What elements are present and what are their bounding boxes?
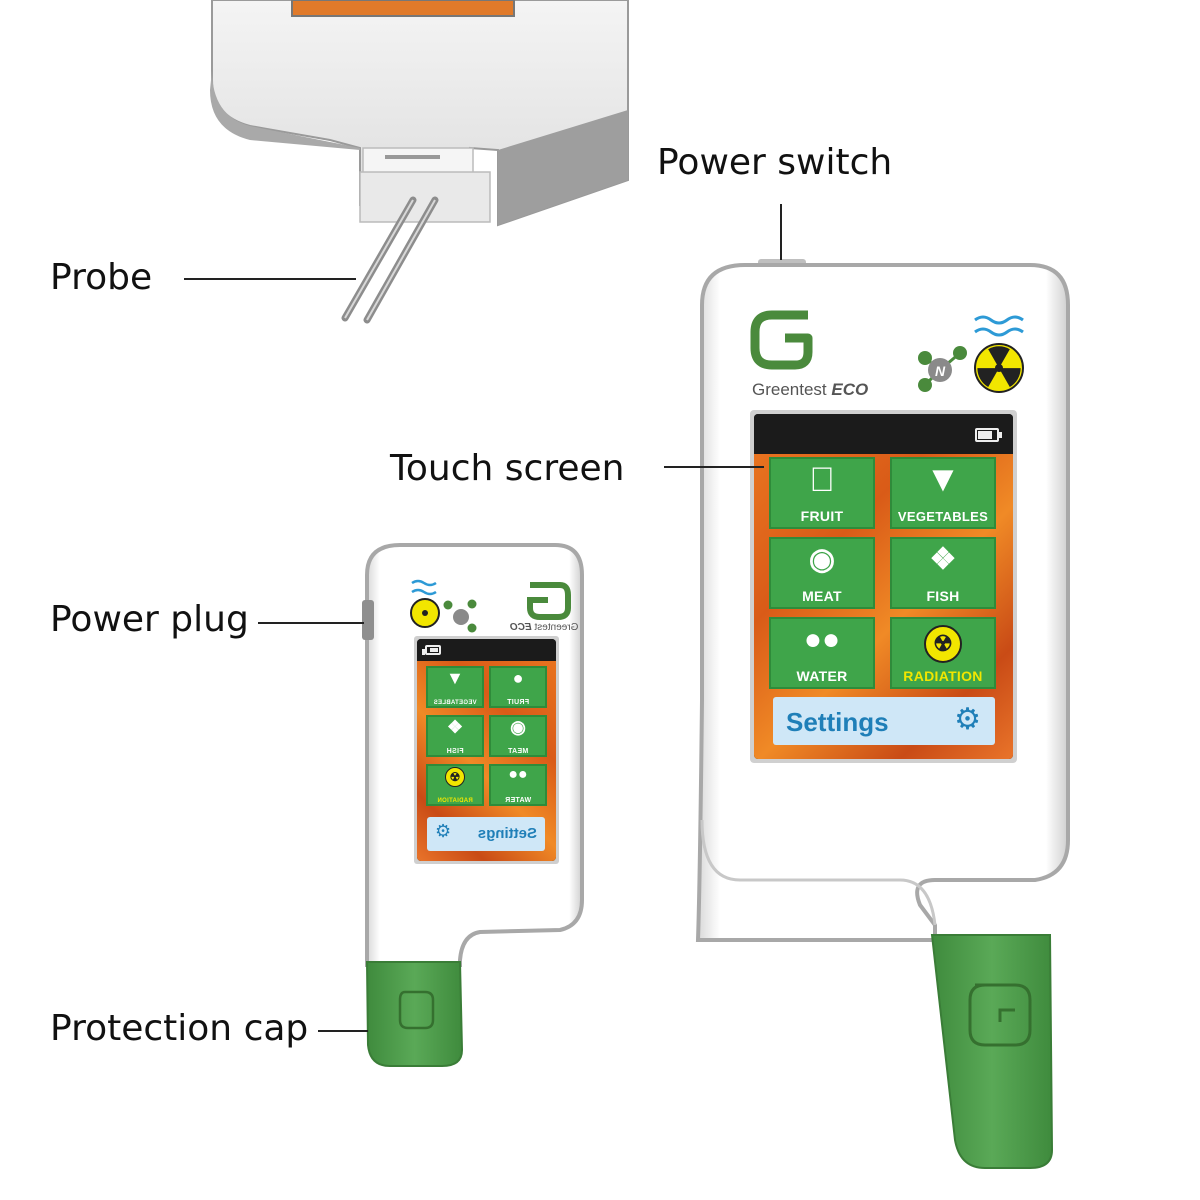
tile-label: MEAT — [507, 748, 529, 755]
status-bar — [754, 414, 1013, 454]
probe-closeup — [210, 0, 629, 324]
nitrate-molecule-icon-small — [443, 599, 477, 633]
leader-line-probe — [184, 278, 356, 280]
greentest-logo-icon-mirrored — [527, 582, 571, 620]
svg-text:N: N — [935, 363, 946, 379]
nitrate-molecule-icon: N — [918, 346, 967, 392]
tile-label: FRUIT — [506, 699, 530, 706]
tile-fruit[interactable]:  FRUIT — [769, 457, 875, 529]
water-drops-icon: ●● — [508, 766, 528, 783]
battery-icon-small — [425, 645, 441, 655]
settings-label: Settings — [786, 707, 889, 737]
meat-icon: ◉ — [510, 717, 526, 737]
fish-icon: ❖ — [446, 717, 464, 737]
tile-fruit-small: ● FRUIT — [489, 666, 547, 708]
tile-label: VEGETABLES — [433, 700, 477, 706]
tile-label: FISH — [926, 588, 960, 604]
touch-screen-small: ● FRUIT ▼ VEGETABLES ◉ MEAT ❖ FISH ●● WA… — [417, 639, 556, 861]
tile-water-small: ●● WATER — [489, 764, 547, 806]
tile-label: FISH — [446, 748, 464, 755]
radiation-icon: ☢ — [445, 767, 465, 787]
brand-label-small: Greentest ECO — [510, 622, 578, 633]
power-plug-port — [362, 600, 374, 640]
status-bar-small — [417, 639, 556, 661]
gear-icon: ⚙ — [954, 702, 981, 737]
leader-line-power-switch — [780, 204, 782, 260]
settings-label: Settings — [477, 825, 537, 842]
fish-icon: ❖ — [929, 543, 957, 576]
settings-button[interactable]: Settings ⚙ — [773, 697, 995, 745]
tile-fish-small: ❖ FISH — [426, 715, 484, 757]
tile-water[interactable]: ●● WATER — [769, 617, 875, 689]
tile-meat-small: ◉ MEAT — [489, 715, 547, 757]
apple-icon:  — [809, 463, 835, 497]
leader-line-touch-screen — [664, 466, 764, 468]
callout-touch-screen: Touch screen — [390, 448, 625, 489]
callout-protection-cap: Protection cap — [50, 1008, 309, 1049]
tile-label: FRUIT — [800, 508, 844, 524]
leader-line-power-plug — [258, 622, 364, 624]
callout-probe: Probe — [50, 257, 153, 298]
tile-label: MEAT — [802, 588, 842, 604]
brand-name: Greentest — [534, 622, 579, 633]
greentest-logo-icon — [750, 310, 813, 370]
tile-radiation[interactable]: ☢ RADIATION — [890, 617, 996, 689]
tile-vegetables-small: ▼ VEGETABLES — [426, 666, 484, 708]
tile-label: RADIATION — [437, 798, 473, 804]
tile-meat[interactable]: ◉ MEAT — [769, 537, 875, 609]
tile-label: WATER — [796, 668, 848, 684]
tile-label: WATER — [504, 797, 532, 804]
brand-model: ECO — [510, 622, 532, 633]
tile-label: RADIATION — [903, 668, 983, 684]
water-drops-icon: ●● — [803, 623, 841, 656]
meat-icon: ◉ — [808, 543, 836, 576]
water-waves-icon — [974, 315, 1024, 337]
radiation-icon: ☢ — [924, 625, 962, 663]
tile-radiation-small: ☢ RADIATION — [426, 764, 484, 806]
carrot-icon: ▼ — [925, 458, 961, 499]
carrot-icon: ▼ — [446, 668, 464, 688]
brand-name: Greentest — [752, 380, 827, 399]
leader-line-protection-cap — [318, 1030, 368, 1032]
touch-screen[interactable]:  FRUIT ▼ VEGETABLES ◉ MEAT ❖ FISH ●● WA… — [754, 414, 1013, 759]
brand-model: ECO — [831, 380, 869, 399]
apple-icon: ● — [512, 668, 524, 688]
tile-vegetables[interactable]: ▼ VEGETABLES — [890, 457, 996, 529]
gear-icon: ⚙ — [435, 821, 452, 842]
tile-label: VEGETABLES — [897, 509, 989, 524]
battery-icon — [975, 428, 1002, 442]
callout-power-plug: Power plug — [50, 599, 249, 640]
tile-fish[interactable]: ❖ FISH — [890, 537, 996, 609]
radiation-badge-icon — [974, 343, 1024, 393]
brand-label: Greentest ECO — [752, 380, 868, 400]
callout-power-switch: Power switch — [657, 142, 893, 183]
water-waves-icon-small — [411, 579, 437, 596]
settings-button-small: Settings ⚙ — [427, 817, 545, 851]
